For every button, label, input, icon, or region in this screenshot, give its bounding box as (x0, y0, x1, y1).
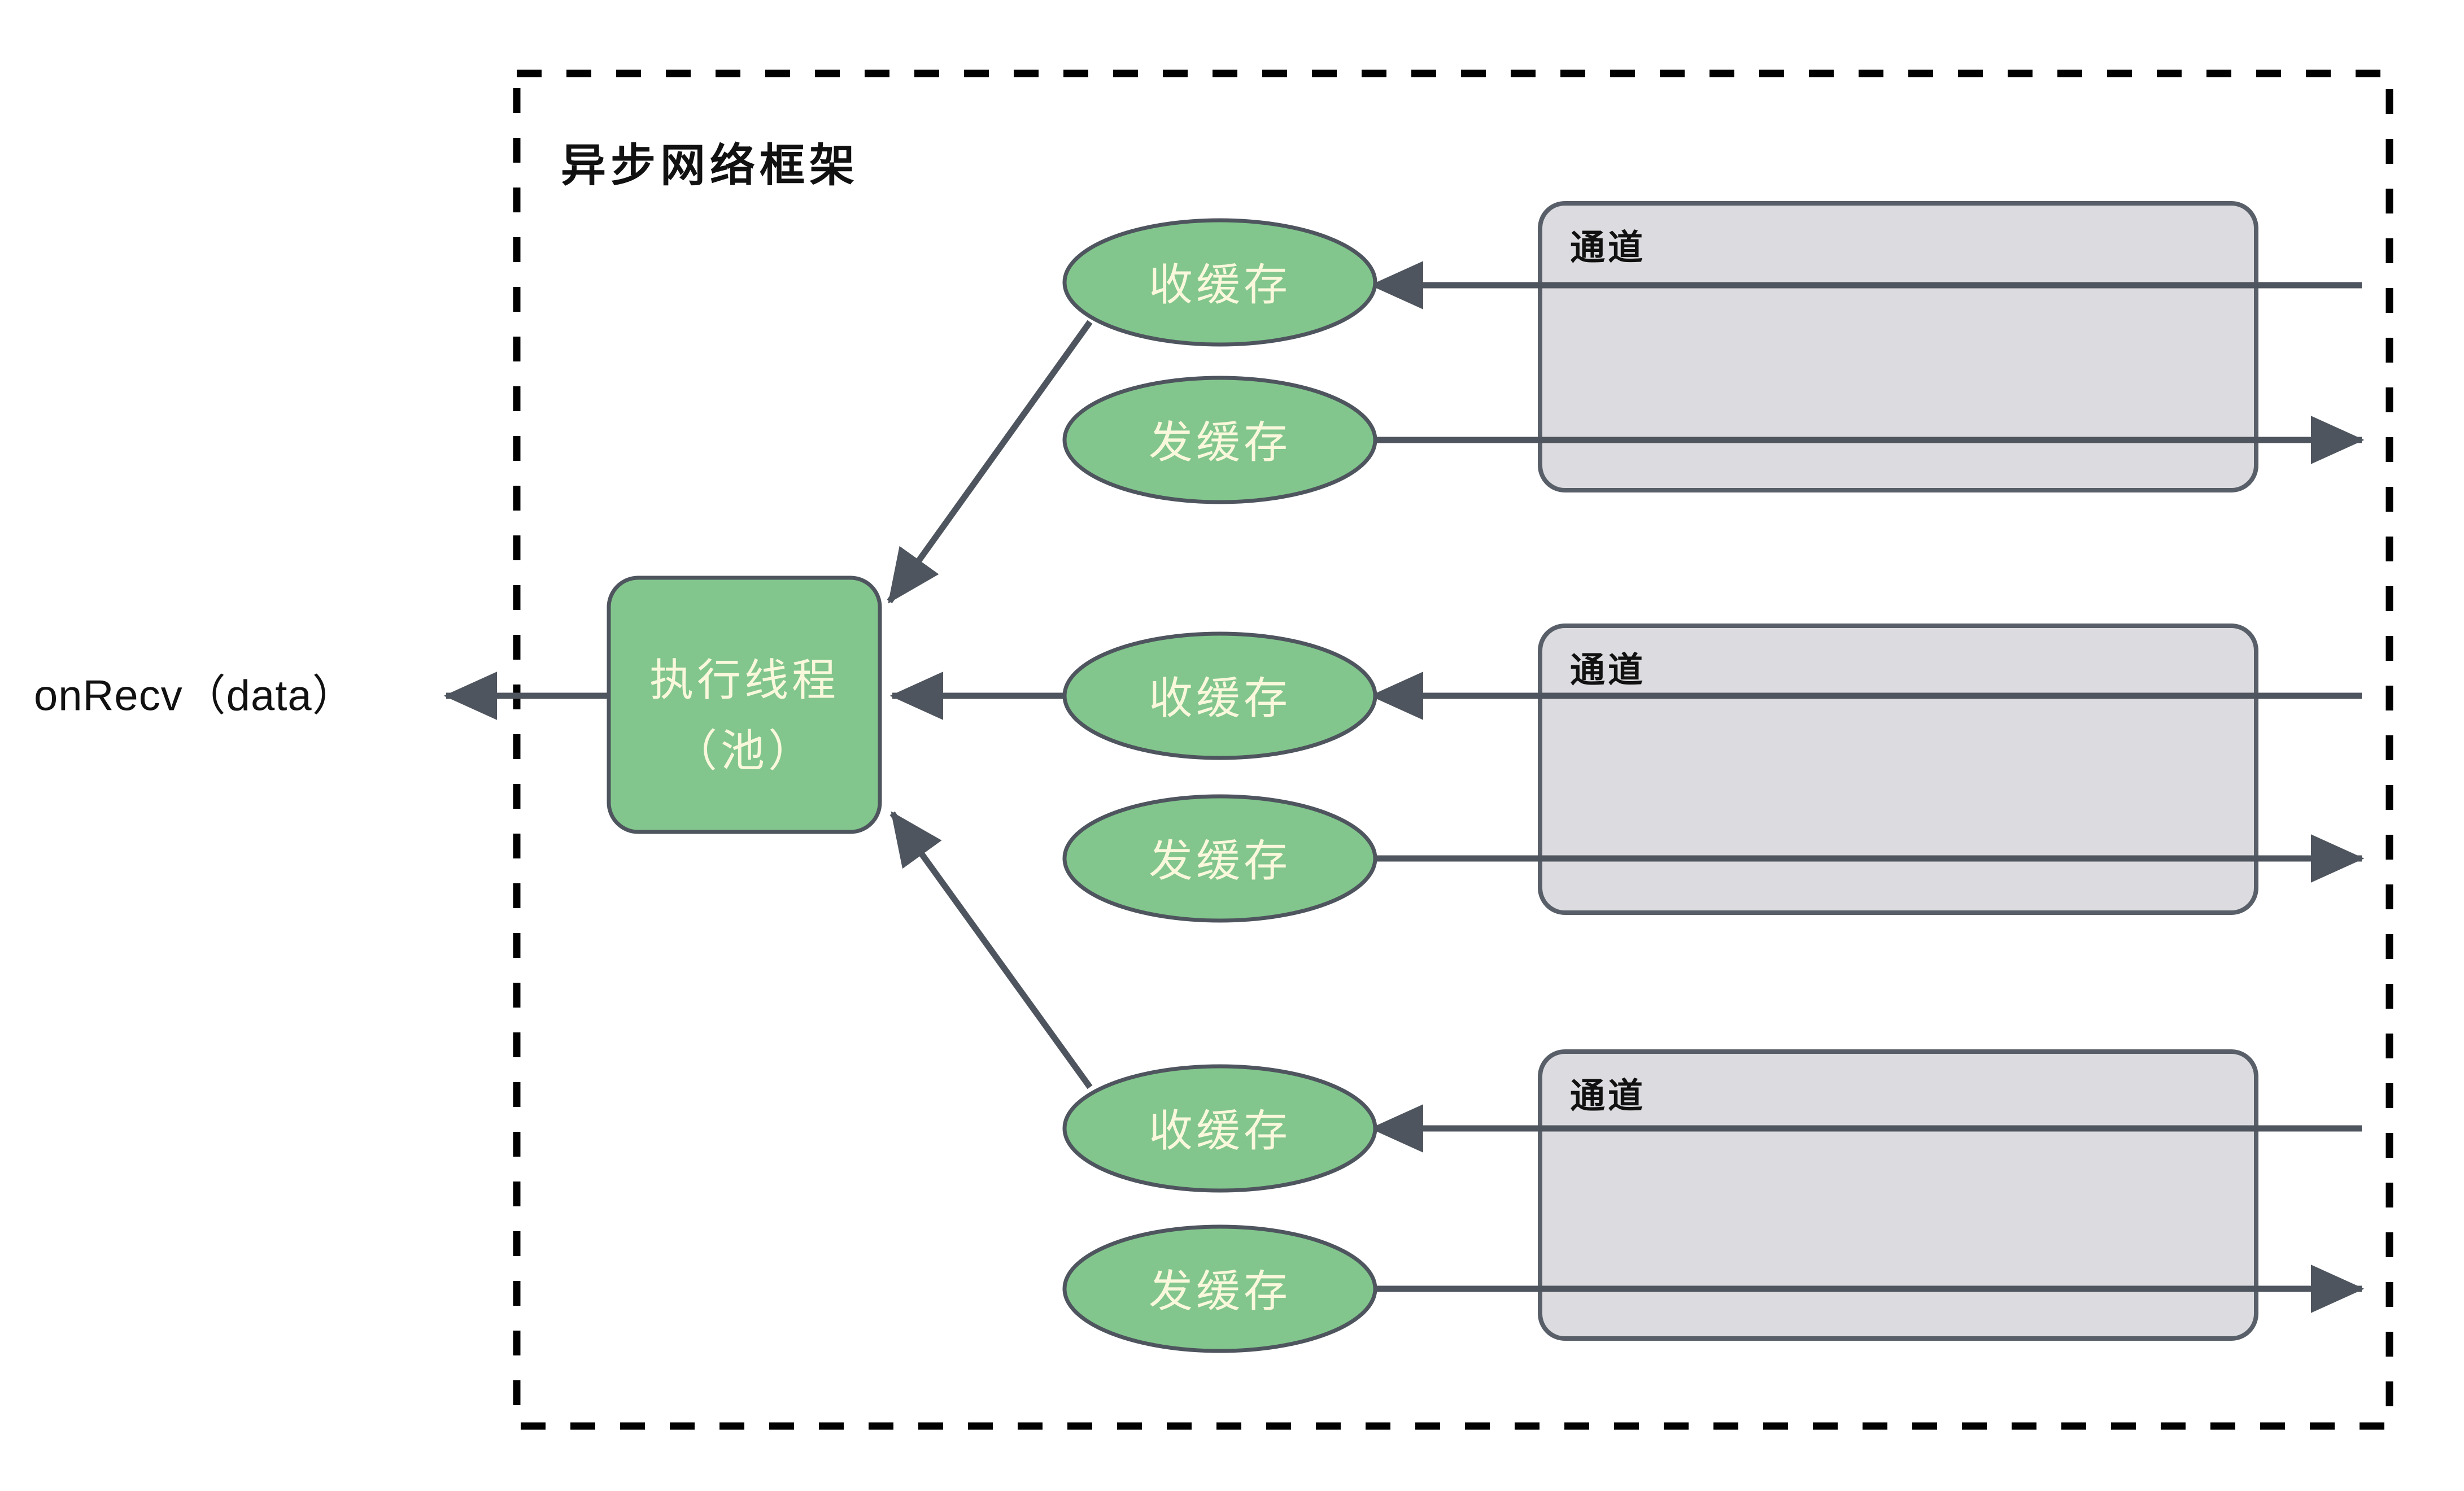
send-buffer-label-2: 发缓存 (1149, 836, 1291, 887)
channel-box-3: 通道 (1538, 1049, 2258, 1341)
channel-label-2: 通道 (1570, 649, 1646, 691)
thread-pool-label-line1: 执行线程 (649, 655, 839, 706)
channel-label-3: 通道 (1570, 1075, 1646, 1117)
edge-recv3-to-threadpool (889, 811, 1093, 1089)
send-buffer-1[interactable]: 发缓存 (1062, 376, 1377, 504)
recv-buffer-1[interactable]: 收缓存 (1062, 218, 1377, 347)
framework-title: 异步网络框架 (561, 139, 859, 192)
send-buffer-label-3: 发缓存 (1149, 1266, 1291, 1317)
channel-box-1: 通道 (1538, 201, 2258, 492)
recv-buffer-label-2: 收缓存 (1149, 673, 1291, 724)
callback-label: onRecv（data） (34, 672, 356, 720)
send-buffer-3[interactable]: 发缓存 (1062, 1224, 1377, 1353)
recv-buffer-label-3: 收缓存 (1149, 1106, 1291, 1157)
send-buffer-label-1: 发缓存 (1149, 417, 1291, 468)
send-buffer-2[interactable]: 发缓存 (1062, 794, 1377, 923)
recv-buffer-3[interactable]: 收缓存 (1062, 1064, 1377, 1193)
channel-box-2: 通道 (1538, 624, 2258, 915)
edge-recv1-to-threadpool (887, 320, 1093, 604)
recv-buffer-label-1: 收缓存 (1149, 260, 1291, 311)
recv-buffer-2[interactable]: 收缓存 (1062, 631, 1377, 760)
channel-label-1: 通道 (1570, 227, 1646, 268)
execution-thread-pool[interactable]: 执行线程 （池） (607, 576, 882, 834)
framework-boundary (513, 69, 2393, 1430)
thread-pool-label-line2: （池） (673, 726, 815, 777)
